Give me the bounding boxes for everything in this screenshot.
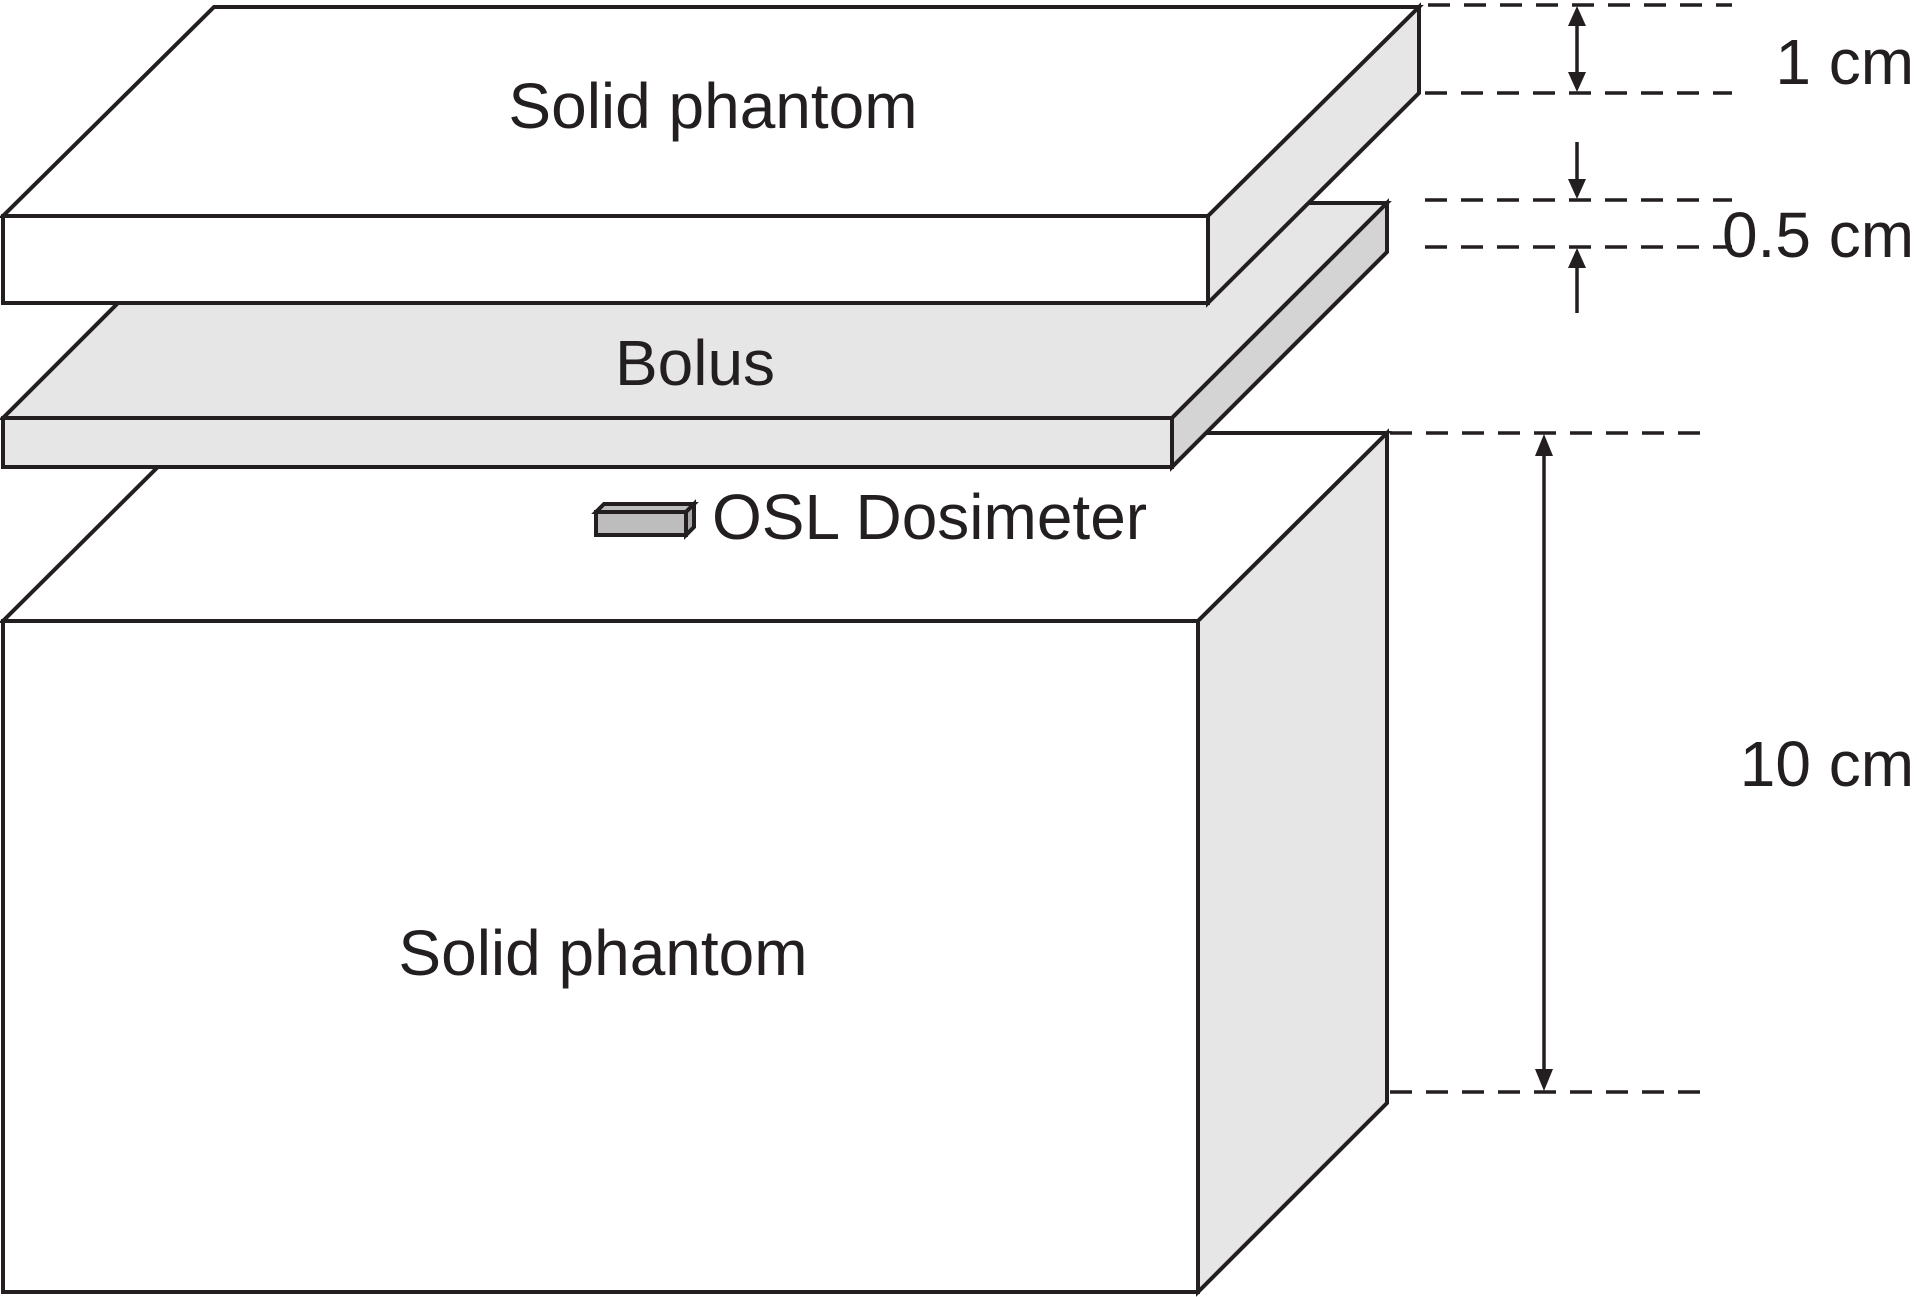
bolus-thickness-label: 0.5 cm (1722, 199, 1914, 271)
bottom-block-height-arrow (1535, 434, 1553, 1091)
osl-dosimeter-chip (591, 499, 699, 540)
osl-dosimeter-label: OSL Dosimeter (712, 481, 1147, 553)
bottom-solid-phantom-block (0, 428, 1392, 1297)
top-solid-phantom-slab (0, 2, 1424, 308)
top-slab-front-face (1, 214, 1210, 305)
bolus-thickness-arrow (1568, 142, 1586, 313)
bottom-block-front-face (1, 619, 1200, 1294)
bottom-block-height-label: 10 cm (1740, 728, 1914, 800)
dosimeter-front-face (594, 510, 688, 537)
top-slab-thickness-label: 1 cm (1775, 26, 1914, 98)
dimension-arrows (1535, 6, 1586, 1091)
bolus-front-face (1, 416, 1174, 469)
top-slab-thickness-arrow (1568, 6, 1586, 92)
dimension-extension-lines (1390, 3, 1732, 1094)
top-slab-label: Solid phantom (508, 70, 917, 142)
bolus-label: Bolus (615, 327, 775, 399)
bottom-block-label: Solid phantom (398, 917, 807, 989)
